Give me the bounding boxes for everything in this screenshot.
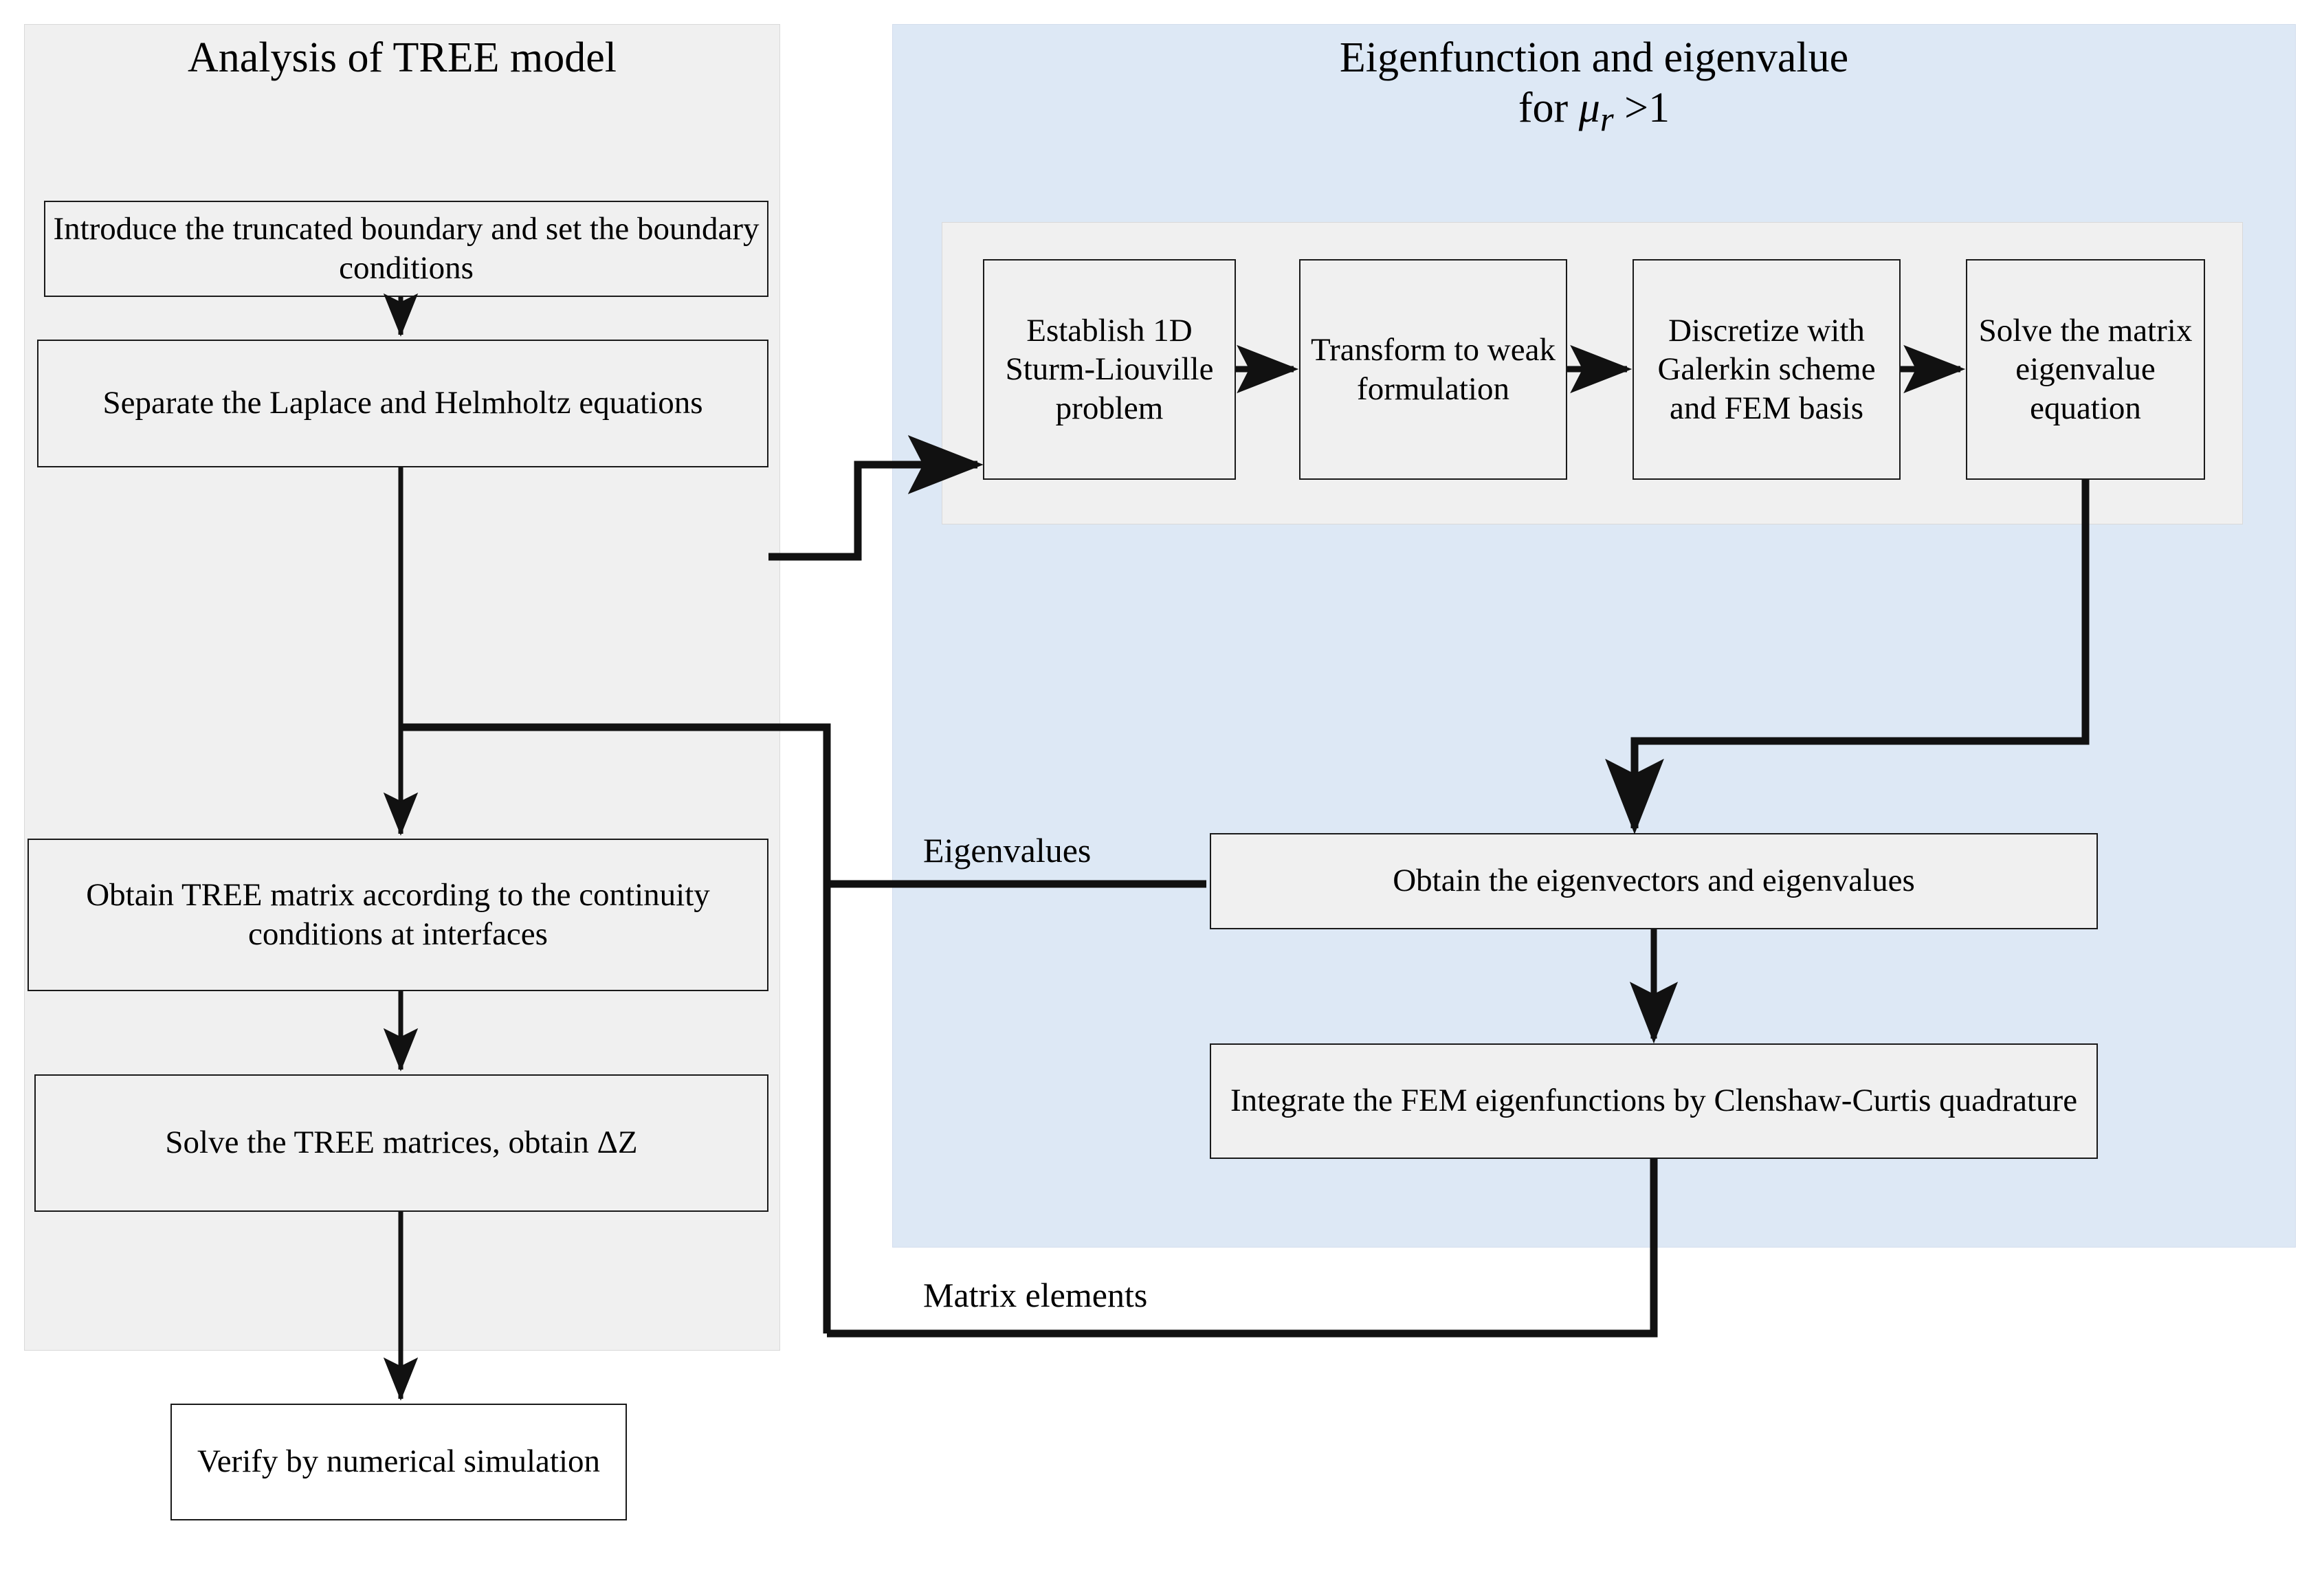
node-establish-sturm-liouville[interactable]: Establish 1D Sturm-Liouville problem [983,259,1236,480]
node-weak-label: Transform to weak formulation [1311,332,1556,407]
node-introduce-label: Introduce the truncated boundary and set… [53,210,760,286]
right-panel-title-line2: for μr >1 [892,83,2296,140]
node-solve-tree-matrices[interactable]: Solve the TREE matrices, obtain ΔZ [34,1074,768,1212]
node-introduce-truncated-boundary[interactable]: Introduce the truncated boundary and set… [44,201,768,297]
node-sturm-label: Establish 1D Sturm-Liouville problem [1005,312,1214,426]
node-separate-label: Separate the Laplace and Helmholtz equat… [102,385,703,421]
node-discretize-galerkin-fem[interactable]: Discretize with Galerkin scheme and FEM … [1633,259,1901,480]
node-eigvec-label: Obtain the eigenvectors and eigenvalues [1393,863,1915,899]
node-solve-matrix-eigenvalue-equation[interactable]: Solve the matrix eigenvalue equation [1966,259,2205,480]
left-panel-title: Analysis of TREE model [188,34,617,81]
right-panel-title: Eigenfunction and eigenvalue for μr >1 [892,33,2296,141]
node-verify-label: Verify by numerical simulation [197,1443,601,1480]
mu-subscript-r: r [1600,100,1614,139]
right-panel-title-line1: Eigenfunction and eigenvalue [1339,34,1849,81]
node-integrate-label: Integrate the FEM eigenfunctions by Clen… [1230,1083,2078,1119]
node-transform-weak-formulation[interactable]: Transform to weak formulation [1299,259,1567,480]
right-panel-title-for: for [1518,85,1579,132]
node-verify-numerical-simulation[interactable]: Verify by numerical simulation [170,1404,627,1520]
node-obtain-tree-label: Obtain TREE matrix according to the cont… [86,876,710,952]
node-separate-laplace-helmholtz[interactable]: Separate the Laplace and Helmholtz equat… [37,340,768,467]
mu-symbol: μ [1578,85,1600,132]
node-matrixeq-label: Solve the matrix eigenvalue equation [1978,312,2193,426]
node-galerkin-label: Discretize with Galerkin scheme and FEM … [1657,312,1876,426]
greater-than-one: >1 [1613,85,1670,132]
node-obtain-tree-matrix[interactable]: Obtain TREE matrix according to the cont… [27,839,768,991]
node-solve-tree-label: Solve the TREE matrices, obtain ΔZ [165,1125,638,1161]
edge-label-eigenvalues: Eigenvalues [923,831,1092,870]
node-integrate-fem-clenshaw-curtis[interactable]: Integrate the FEM eigenfunctions by Clen… [1210,1043,2098,1159]
node-obtain-eigenvectors-eigenvalues[interactable]: Obtain the eigenvectors and eigenvalues [1210,833,2098,929]
edge-label-matrix-elements: Matrix elements [923,1276,1148,1314]
